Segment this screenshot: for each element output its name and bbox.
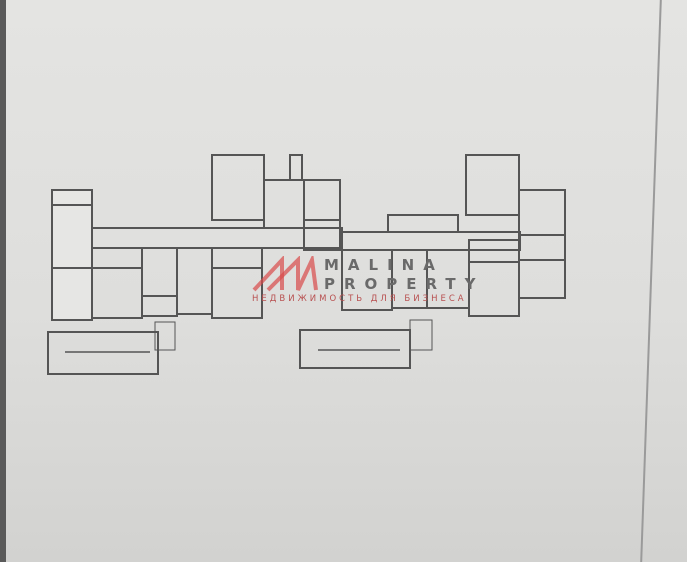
photo-edge bbox=[0, 0, 6, 562]
malina-logo-icon bbox=[252, 252, 318, 292]
watermark-logo: MALINA PROPERTY НЕДВИЖИМОСТЬ ДЛЯ БИЗНЕСА bbox=[252, 252, 476, 304]
terrace-left bbox=[47, 331, 159, 375]
watermark-line1: MALINA bbox=[324, 256, 444, 274]
left-wing bbox=[47, 154, 343, 375]
terrace-right bbox=[299, 329, 411, 369]
right-wing bbox=[299, 154, 566, 369]
paper-sheet bbox=[6, 0, 687, 562]
watermark-line2: PROPERTY bbox=[324, 275, 485, 293]
watermark-tagline: НЕДВИЖИМОСТЬ ДЛЯ БИЗНЕСА bbox=[252, 294, 467, 304]
watermark-brand: MALINA PROPERTY bbox=[324, 256, 485, 294]
